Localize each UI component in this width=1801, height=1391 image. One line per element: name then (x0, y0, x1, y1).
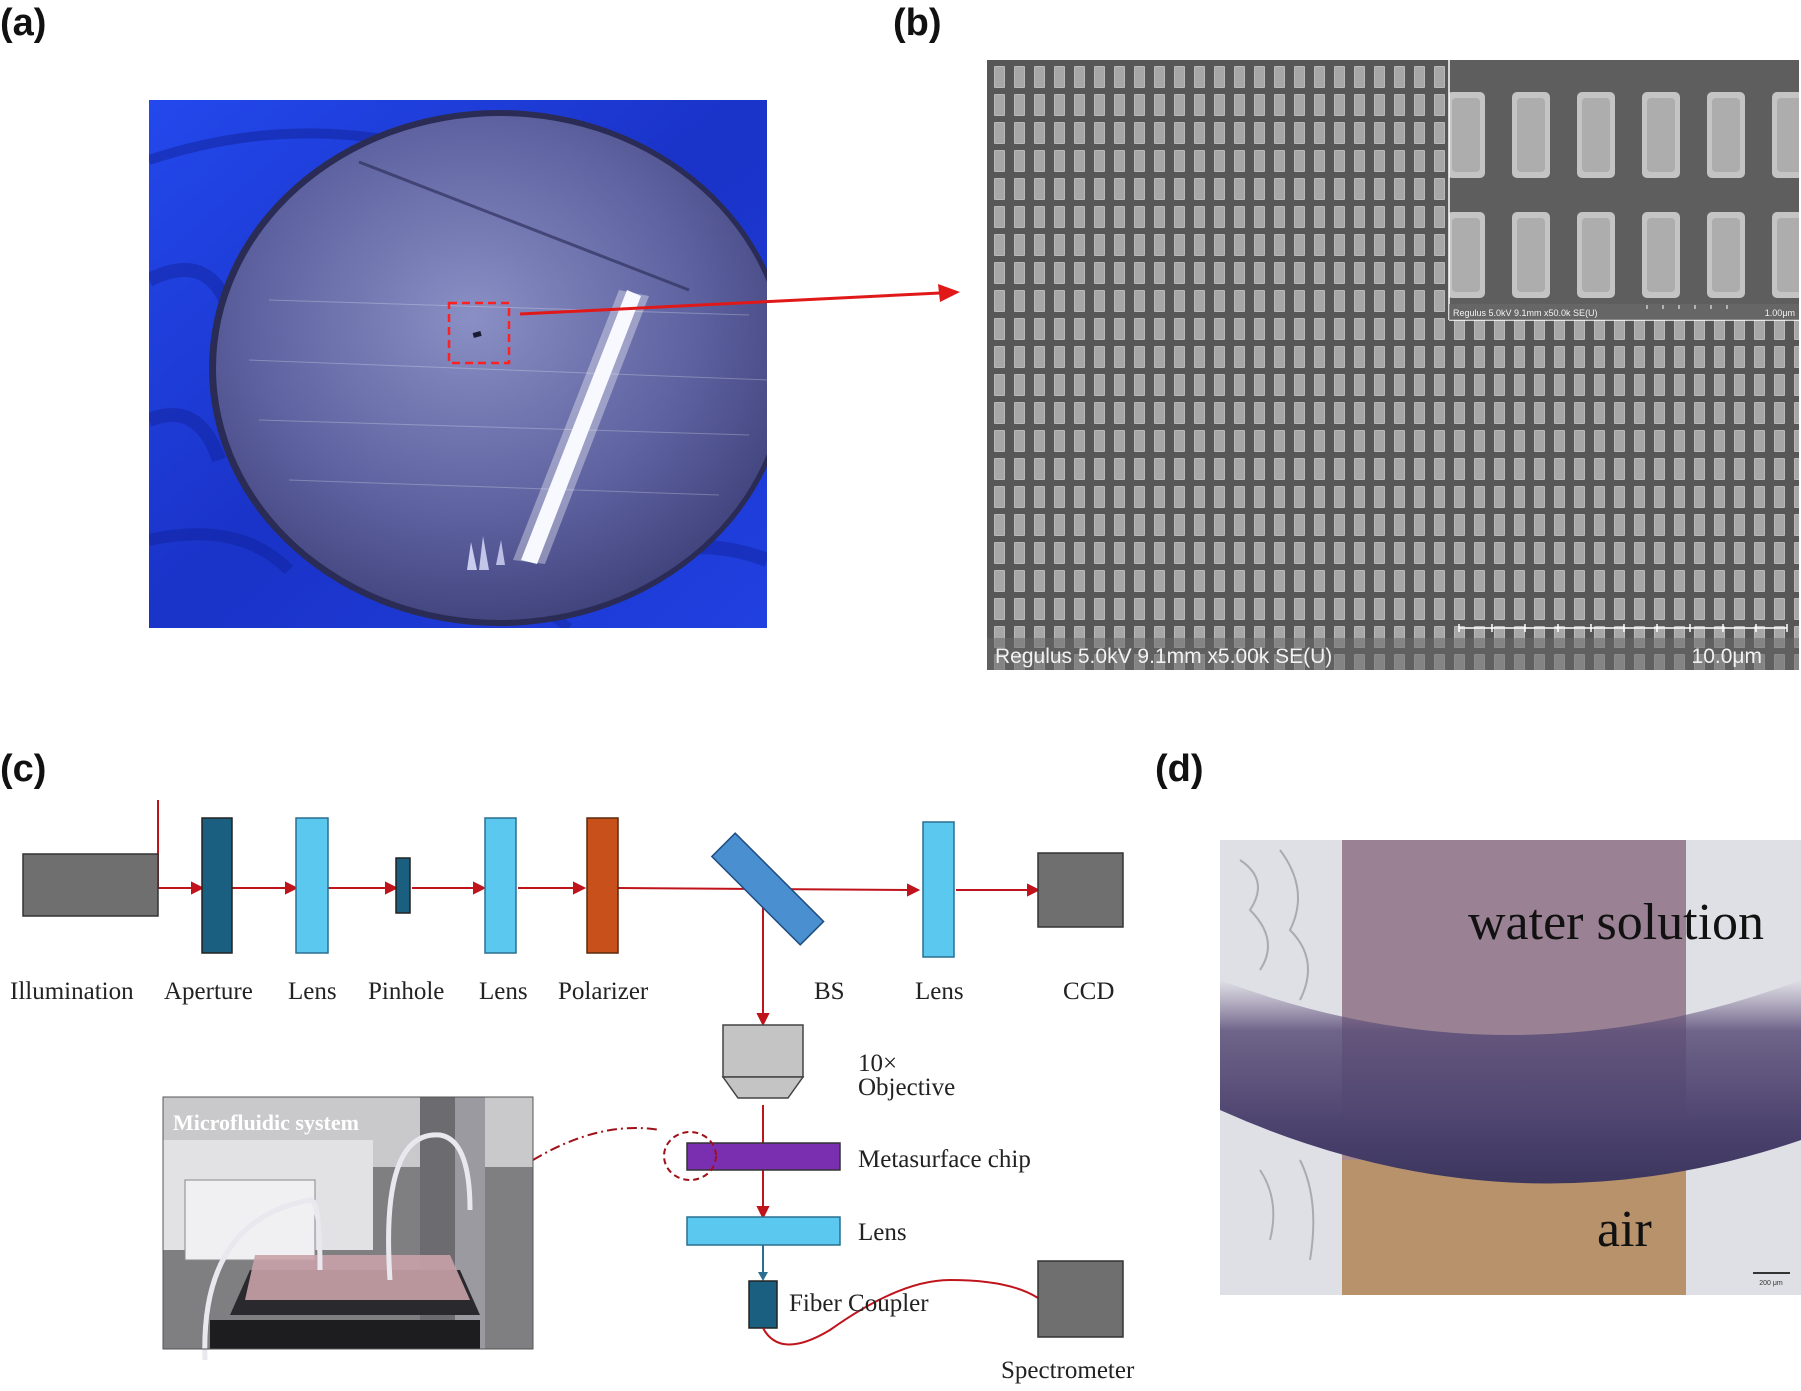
panel-label-d: (d) (1155, 748, 1204, 790)
ccd-camera (1037, 852, 1124, 928)
label-lens-2: Lens (479, 978, 528, 1005)
sem-image: Regulus 5.0kV 9.1mm x50.0k SE(U) 1.00μm … (987, 60, 1799, 670)
label-fiber-coupler: Fiber Coupler (789, 1290, 929, 1317)
label-objective-mag: 10× (858, 1050, 898, 1077)
lens-2 (484, 817, 517, 954)
lens-3 (922, 821, 955, 958)
air-label: air (1597, 1201, 1652, 1258)
water-solution-label: water solution (1468, 894, 1765, 951)
microfluidic-photo (162, 1096, 534, 1361)
objective-lens (721, 1024, 805, 1099)
spectrometer (1037, 1260, 1124, 1338)
label-ccd: CCD (1063, 978, 1115, 1005)
label-bs: BS (814, 978, 845, 1005)
label-lens-1: Lens (288, 978, 337, 1005)
label-polarizer: Polarizer (558, 978, 649, 1005)
sem-pillar-array: Regulus 5.0kV 9.1mm x50.0k SE(U) 1.00μm … (987, 60, 1799, 670)
fiber-coupler (748, 1280, 778, 1329)
metasurface-chip (686, 1142, 841, 1171)
wafer-photo (149, 100, 767, 628)
label-metasurface: Metasurface chip (858, 1146, 1031, 1173)
illumination-source (22, 853, 159, 917)
chip-highlight-circle (663, 1131, 717, 1181)
polarizer (586, 817, 619, 954)
panel-label-c: (c) (0, 748, 47, 790)
label-objective: Objective (858, 1074, 956, 1101)
chip-connector-line (532, 1127, 661, 1161)
sem-inset-info: Regulus 5.0kV 9.1mm x50.0k SE(U) (1453, 308, 1598, 318)
label-spectrometer: Spectrometer (1001, 1357, 1135, 1384)
sem-main-scalebar (1458, 624, 1788, 632)
pinhole (395, 857, 411, 914)
sem-main-scale: 10.0μm (1692, 645, 1762, 668)
water-air-micrograph: 200 μm (1220, 840, 1801, 1295)
label-aperture: Aperture (164, 978, 253, 1005)
sem-inset (1449, 60, 1799, 320)
beam-splitter (710, 832, 825, 946)
zoom-arrow (520, 284, 960, 316)
optical-fiber (762, 1278, 1039, 1346)
sem-inset-scale: 1.00μm (1765, 308, 1795, 318)
panel-label-a: (a) (0, 2, 47, 44)
scale-bar-label: 200 μm (1759, 1280, 1783, 1287)
label-lens-3: Lens (915, 978, 964, 1005)
panel-label-b: (b) (893, 2, 942, 44)
optical-setup-diagram: Microfluidic system (22, 800, 1124, 1361)
lens-1 (295, 817, 329, 954)
lens-4 (686, 1216, 841, 1246)
aperture (201, 817, 233, 954)
microfluidic-label: Microfluidic system (173, 1110, 359, 1135)
label-illumination: Illumination (10, 978, 134, 1005)
sem-inset-scalebar (1646, 305, 1728, 309)
label-pinhole: Pinhole (368, 978, 445, 1005)
sem-main-info: Regulus 5.0kV 9.1mm x5.00k SE(U) (995, 645, 1332, 668)
label-lens-4: Lens (858, 1219, 907, 1246)
meniscus-band (1220, 980, 1801, 1184)
